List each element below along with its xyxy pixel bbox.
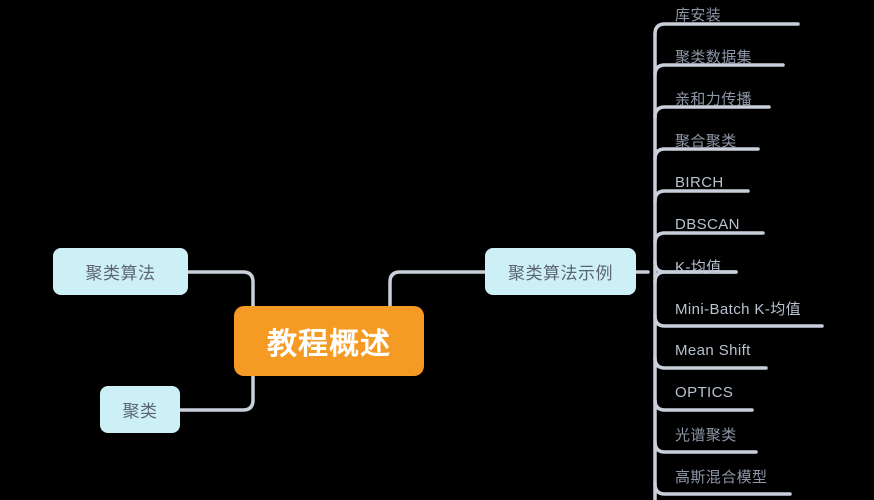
leaf-node-label: Mean Shift <box>675 341 751 359</box>
branch-node-label: 聚类算法 <box>85 264 156 283</box>
connector-leaf-1 <box>653 63 785 77</box>
leaf-node-birch[interactable]: BIRCH <box>675 172 724 192</box>
leaf-node-agglomerative-clustering[interactable]: 聚合聚类 <box>675 130 737 150</box>
branch-node-clustering[interactable]: 聚类 <box>100 386 180 433</box>
leaf-node-mini-batch-k-means[interactable]: Mini-Batch K-均值 <box>675 298 801 318</box>
connector-leaf-3 <box>653 147 760 161</box>
leaf-node-affinity-propagation[interactable]: 亲和力传播 <box>675 88 752 108</box>
connector-leaf-2 <box>653 105 771 119</box>
connector-leaf-5 <box>653 231 765 245</box>
connector-leaf-4 <box>653 189 750 203</box>
connector-left-top <box>186 270 255 310</box>
leaf-node-label: 光谱聚类 <box>675 426 737 444</box>
leaf-node-k-means[interactable]: K-均值 <box>675 256 722 276</box>
root-node-label: 教程概述 <box>267 328 391 361</box>
leaf-node-library-installation[interactable]: 库安装 <box>675 4 721 24</box>
leaf-node-clustering-dataset[interactable]: 聚类数据集 <box>675 46 752 66</box>
branch-node-clustering-algorithm-examples[interactable]: 聚类算法示例 <box>485 248 636 295</box>
leaf-node-label: 库安装 <box>675 6 722 24</box>
leaf-node-label: OPTICS <box>675 383 734 401</box>
root-node-tutorial-overview[interactable]: 教程概述 <box>234 306 424 376</box>
connector-leaf-0 <box>653 22 800 36</box>
leaf-node-spectral-clustering[interactable]: 光谱聚类 <box>675 424 737 444</box>
branch-node-label: 聚类 <box>122 402 158 421</box>
branch-node-clustering-algorithms[interactable]: 聚类算法 <box>53 248 188 295</box>
leaf-node-label: 高斯混合模型 <box>675 468 768 486</box>
leaf-node-gaussian-mixture-model[interactable]: 高斯混合模型 <box>675 466 767 486</box>
leaf-node-optics[interactable]: OPTICS <box>675 382 733 402</box>
leaf-node-dbscan[interactable]: DBSCAN <box>675 214 740 234</box>
leaf-node-label: Mini-Batch K-均值 <box>675 300 802 318</box>
leaf-node-label: 聚类数据集 <box>675 48 753 66</box>
leaf-node-label: 聚合聚类 <box>675 132 737 150</box>
leaf-node-label: BIRCH <box>675 173 724 191</box>
leaf-node-label: K-均值 <box>675 258 722 276</box>
leaf-node-label: 亲和力传播 <box>675 90 753 108</box>
leaf-node-label: DBSCAN <box>675 215 740 233</box>
leaf-node-mean-shift[interactable]: Mean Shift <box>675 340 751 360</box>
connector-left-bottom <box>178 374 255 412</box>
connector-root-right <box>388 270 489 310</box>
branch-node-label: 聚类算法示例 <box>508 264 613 283</box>
